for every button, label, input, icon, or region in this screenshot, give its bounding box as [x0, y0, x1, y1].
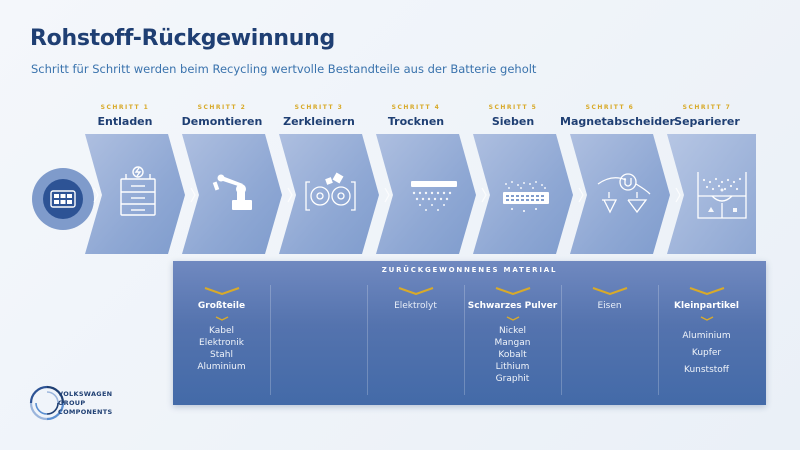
battery-module-icon	[43, 179, 83, 219]
sieve-icon	[503, 181, 549, 212]
step-number: SCHRITT 5	[488, 104, 538, 111]
chevron-down-icon	[592, 287, 627, 295]
column-divider	[464, 285, 465, 395]
chevron-step-1	[85, 134, 185, 254]
step-name: Sieben	[491, 115, 535, 128]
material-item: Kabel	[208, 326, 234, 336]
dryer-icon	[411, 181, 457, 211]
step-header-3: SCHRITT 3 Zerkleinern	[269, 104, 369, 128]
step-header-7: SCHRITT 7 Separierer	[657, 104, 757, 128]
step-header-2: SCHRITT 2 Demontieren	[172, 104, 272, 128]
material-item: Aluminium	[197, 362, 246, 372]
material-panel-title: ZURÜCKGEWONNENES MATERIAL	[381, 266, 558, 274]
step-header-4: SCHRITT 4 Trocknen	[366, 104, 466, 128]
separator-icon	[697, 172, 747, 219]
step-name: Trocknen	[387, 115, 445, 128]
chevron-down-icon	[689, 287, 724, 295]
material-item: Lithium	[495, 362, 530, 372]
chevron-down-icon	[204, 287, 239, 295]
material-column-kleinpartikel: Kleinpartikel Aluminium Kupfer Kunststof…	[658, 287, 755, 379]
chevron-down-icon	[215, 316, 228, 321]
robot-arm-icon	[212, 174, 252, 210]
chevron-step-7	[667, 134, 756, 254]
step-name: Entladen	[97, 115, 153, 128]
material-item: Nickel	[498, 326, 527, 336]
column-divider	[561, 285, 562, 395]
chevron-down-icon	[398, 287, 433, 295]
process-chevron-band	[85, 134, 756, 254]
material-item: Kupfer	[691, 348, 722, 358]
material-item: Kunststoff	[683, 365, 729, 375]
page-subtitle: Schritt für Schritt werden beim Recyclin…	[31, 62, 537, 76]
step-number: SCHRITT 7	[682, 104, 732, 111]
material-items: Kabel Elektronik Stahl Aluminium	[173, 325, 270, 373]
logo-mark-icon	[29, 385, 65, 421]
material-heading: Elektrolyt	[394, 301, 437, 311]
column-divider	[367, 285, 368, 395]
step-header-1: SCHRITT 1 Entladen	[75, 104, 175, 128]
discharge-icon	[120, 166, 156, 216]
material-items: Nickel Mangan Kobalt Lithium Graphit	[464, 325, 561, 385]
chevron-down-icon	[506, 316, 519, 321]
material-item: Aluminium	[682, 331, 731, 341]
step-name: Zerkleinern	[283, 115, 355, 128]
material-heading: Kleinpartikel	[674, 301, 739, 311]
step-number: SCHRITT 4	[391, 104, 441, 111]
material-column-elektrolyt: Elektrolyt	[367, 287, 464, 313]
material-column-eisen: Eisen	[561, 287, 658, 313]
logo-line-2: GROUP COMPONENTS	[58, 399, 113, 416]
logo-text: VOLKSWAGEN GROUP COMPONENTS	[58, 390, 137, 417]
material-column-grossteile: Großteile Kabel Elektronik Stahl Alumini…	[173, 287, 270, 373]
step-name: Separierer	[674, 115, 740, 128]
volkswagen-group-components-logo: VOLKSWAGEN GROUP COMPONENTS	[27, 383, 137, 423]
step-number: SCHRITT 1	[100, 104, 150, 111]
magnet-separator-icon	[597, 173, 651, 214]
logo-line-1: VOLKSWAGEN	[58, 390, 113, 398]
chevron-step-6	[570, 134, 670, 254]
shredder-icon	[305, 181, 356, 211]
step-name: Magnetabscheider	[560, 115, 675, 128]
material-item: Kobalt	[498, 350, 527, 360]
material-item: Graphit	[495, 374, 530, 384]
material-heading: Schwarzes Pulver	[467, 301, 558, 311]
chevron-down-icon	[700, 316, 713, 321]
recovered-material-panel: ZURÜCKGEWONNENES MATERIAL Großteile Kabe…	[173, 261, 766, 405]
step-number: SCHRITT 6	[585, 104, 635, 111]
chevron-down-icon	[495, 287, 530, 295]
step-header-6: SCHRITT 6 Magnetabscheider	[560, 104, 675, 128]
step-number: SCHRITT 2	[197, 104, 247, 111]
material-items: Aluminium Kupfer Kunststoff	[658, 328, 755, 379]
column-divider	[270, 285, 271, 395]
material-column-schwarzes-pulver: Schwarzes Pulver Nickel Mangan Kobalt Li…	[464, 287, 561, 385]
material-heading: Großteile	[197, 301, 246, 311]
page-title: Rohstoff-Rückgewinnung	[30, 26, 335, 51]
battery-start-node	[32, 168, 94, 230]
material-heading: Eisen	[597, 301, 622, 311]
column-divider	[658, 285, 659, 395]
material-item: Elektronik	[199, 338, 244, 348]
step-header-5: SCHRITT 5 Sieben	[463, 104, 563, 128]
material-item: Stahl	[210, 350, 233, 360]
chevron-step-2	[182, 134, 282, 254]
step-number: SCHRITT 3	[294, 104, 344, 111]
material-item: Mangan	[494, 338, 531, 348]
step-name: Demontieren	[181, 115, 263, 128]
